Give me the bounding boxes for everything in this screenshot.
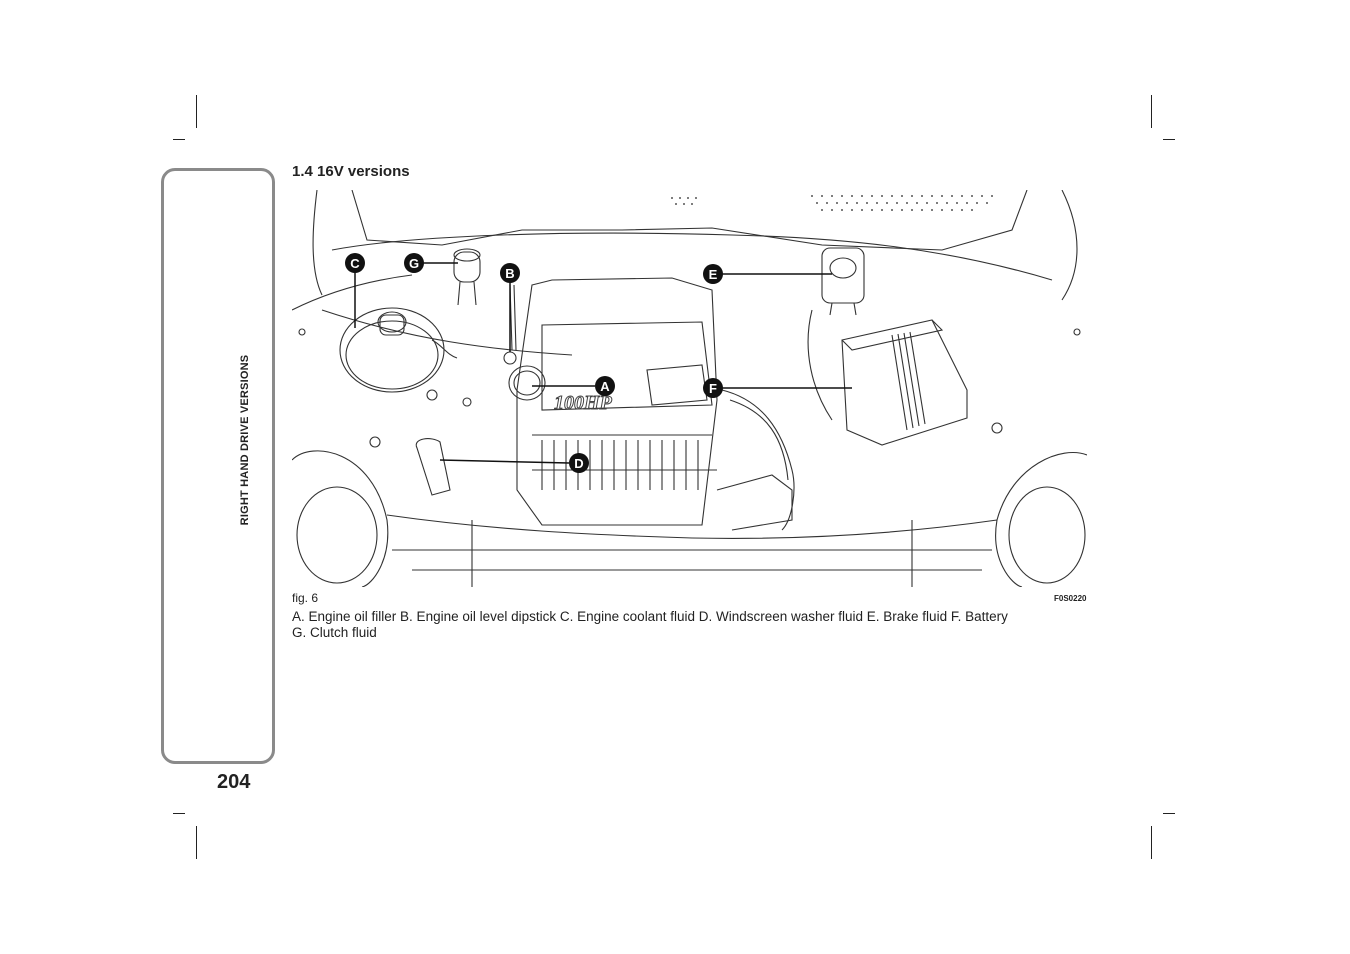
crop-mark-tr-v	[1151, 95, 1152, 128]
callout-E: E	[703, 264, 723, 284]
crop-mark-bl-v	[196, 826, 197, 859]
figure-code: F0S0220	[1054, 594, 1087, 603]
callout-G: G	[404, 253, 424, 273]
crop-mark-tl-h	[173, 139, 185, 140]
figure-caption: A. Engine oil filler B. Engine oil level…	[292, 609, 1092, 641]
crop-mark-tr-h	[1163, 139, 1175, 140]
svg-text:C: C	[350, 256, 360, 271]
callout-C: C	[345, 253, 365, 273]
callout-B: B	[500, 263, 520, 283]
section-title: 1.4 16V versions	[292, 163, 410, 180]
svg-text:F: F	[709, 381, 717, 396]
page-number: 204	[217, 771, 251, 793]
engine-badge: 100HP	[554, 392, 613, 414]
crop-mark-tl-v	[196, 95, 197, 128]
crop-mark-br-v	[1151, 826, 1152, 859]
svg-text:G: G	[409, 256, 419, 271]
crop-mark-bl-h	[173, 813, 185, 814]
svg-text:B: B	[505, 266, 514, 281]
svg-text:E: E	[709, 267, 718, 282]
callout-D: D	[569, 453, 589, 473]
side-tab	[161, 168, 275, 764]
callout-A: A	[595, 376, 615, 396]
engine-bay-illustration: 100HP C G B E A	[292, 190, 1087, 587]
engine-bay-figure: 100HP C G B E A	[292, 190, 1087, 587]
caption-line-1: A. Engine oil filler B. Engine oil level…	[292, 609, 1008, 624]
caption-line-2: G. Clutch fluid	[292, 625, 377, 640]
figure-label: fig. 6	[292, 591, 319, 605]
side-section-label: RIGHT HAND DRIVE VERSIONS	[239, 354, 251, 526]
callout-F: F	[703, 378, 723, 398]
svg-text:D: D	[574, 456, 583, 471]
crop-mark-br-h	[1163, 813, 1175, 814]
svg-text:A: A	[600, 379, 610, 394]
